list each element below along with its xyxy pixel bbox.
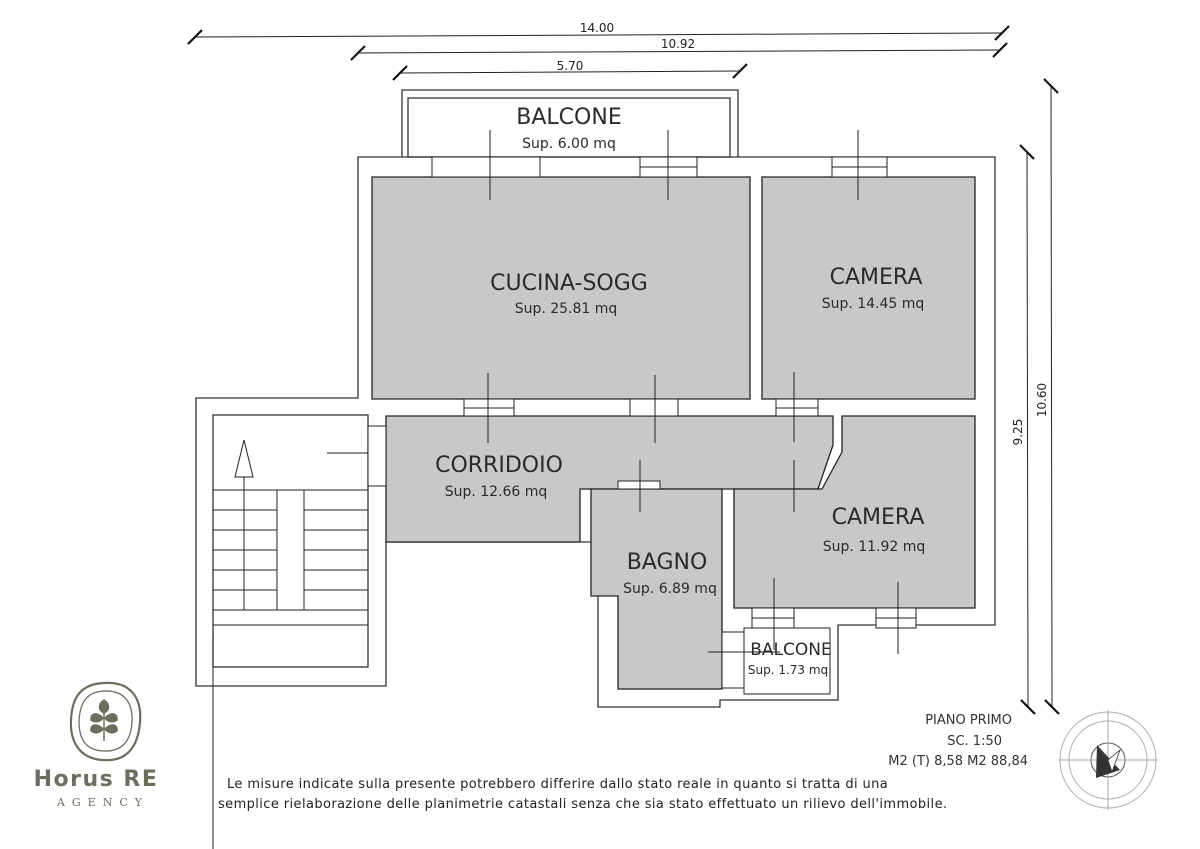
staircase: [212, 439, 412, 849]
corridoio-area: Sup. 12.66 mq: [445, 484, 548, 500]
dimension-balcony-width: 5.70: [392, 59, 748, 81]
stairwell-outline: [212, 414, 369, 668]
dimension-overall-label: 14.00: [580, 21, 614, 35]
dimension-inner-width: 10.92: [350, 37, 1008, 61]
corridoio-name: CORRIDOIO: [435, 453, 563, 478]
room-bagno: [590, 488, 723, 690]
door-lines: [487, 130, 899, 654]
floor-label: PIANO PRIMO: [925, 713, 1012, 728]
scale-label: SC. 1:50: [947, 734, 1002, 749]
balcone-top-area: Sup. 6.00 mq: [522, 136, 616, 152]
dimension-overall: 14.00: [187, 21, 1010, 45]
compass-icon: [1058, 710, 1158, 810]
disclaimer-line-1: Le misure indicate sulla presente potreb…: [227, 777, 888, 792]
leaf-icon: [90, 699, 118, 741]
cucina-area: Sup. 25.81 mq: [515, 301, 618, 317]
camera-1-area: Sup. 14.45 mq: [822, 296, 925, 312]
brand-sub: AGENCY: [56, 796, 149, 809]
room-balcone-small: [743, 627, 831, 695]
dimension-balcony-width-label: 5.70: [557, 59, 584, 73]
dimension-height-outer-label: 10.60: [1035, 383, 1049, 417]
balcone-small-name: BALCONE: [750, 640, 831, 660]
top-balcony-outline: [407, 97, 731, 158]
balcone-top-name: BALCONE: [516, 105, 621, 130]
bagno-name: BAGNO: [627, 550, 708, 575]
camera-2-area: Sup. 11.92 mq: [823, 539, 926, 555]
dimension-height-outer: 10.60: [1035, 78, 1060, 715]
camera-1-name: CAMERA: [830, 265, 923, 290]
brand-name: Horus RE: [34, 767, 159, 792]
dimension-height-inner-label: 9.25: [1011, 419, 1025, 446]
cucina-name: CUCINA-SOGG: [490, 271, 648, 296]
areas-label: M2 (T) 8,58 M2 88,84: [888, 754, 1028, 769]
dimension-height-inner: 9.25: [1011, 144, 1036, 715]
stair-arrow-icon: [234, 439, 254, 478]
openings: [367, 156, 917, 689]
dimension-inner-width-label: 10.92: [661, 37, 695, 51]
room-camera-1: [761, 176, 976, 400]
disclaimer-line-2: semplice rielaborazione delle planimetri…: [218, 797, 948, 812]
camera-2-name: CAMERA: [832, 505, 925, 530]
bagno-area: Sup. 6.89 mq: [623, 581, 717, 597]
balcone-small-area: Sup. 1.73 mq: [748, 663, 828, 677]
room-cucina-soggiorno: [371, 176, 751, 400]
brand-logo: Horus RE AGENCY: [34, 681, 159, 809]
outer-walls: [195, 89, 996, 708]
